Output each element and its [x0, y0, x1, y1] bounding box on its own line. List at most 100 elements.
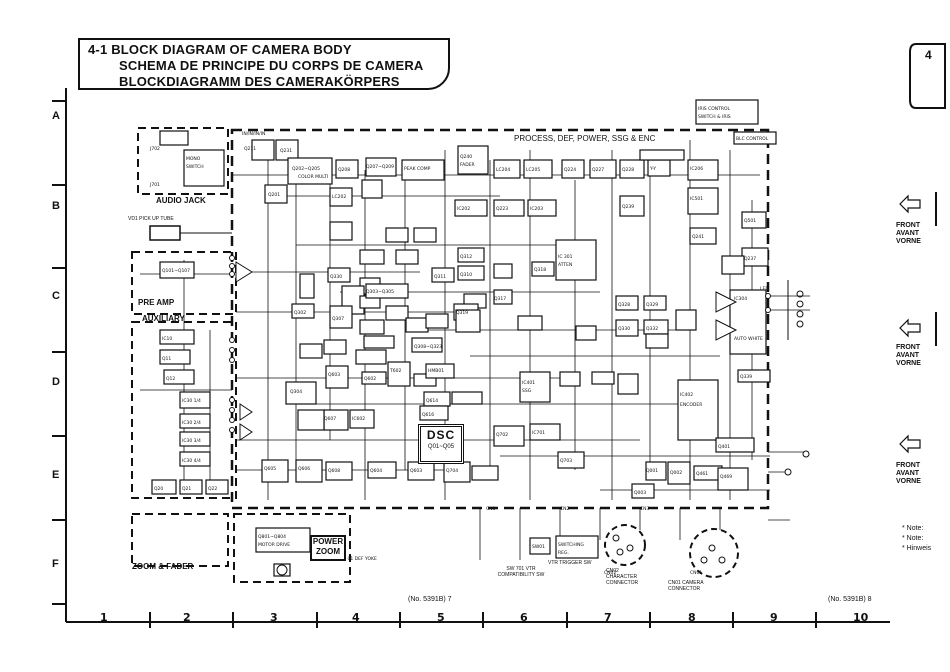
row-label-b: B: [52, 200, 60, 212]
front-label-3-en: FRONT: [896, 462, 921, 469]
svg-text:IC701: IC701: [532, 430, 545, 436]
svg-text:ENCODER: ENCODER: [680, 402, 702, 408]
svg-text:Q328: Q328: [618, 302, 630, 308]
svg-text:Q22: Q22: [208, 486, 217, 492]
svg-text:IC203: IC203: [530, 206, 543, 212]
corner-tab-number: 4: [925, 48, 932, 62]
title-line-3: BLOCKDIAGRAMM DES CAMERAKÖRPERS: [119, 74, 400, 89]
svg-text:Q308~Q323: Q308~Q323: [414, 344, 442, 350]
svg-text:IC30 2/4: IC30 2/4: [182, 420, 201, 426]
svg-text:Q469: Q469: [720, 474, 732, 480]
svg-text:Q202~Q205: Q202~Q205: [292, 166, 320, 172]
svg-text:Q20: Q20: [154, 486, 163, 492]
svg-text:Q227: Q227: [592, 167, 604, 173]
dsc-sub: Q01~Q05: [427, 444, 455, 450]
svg-text:IRIS CONTROL: IRIS CONTROL: [698, 106, 731, 112]
svg-text:IC401: IC401: [522, 380, 535, 386]
svg-text:Q607: Q607: [324, 416, 336, 422]
svg-text:T602: T602: [389, 368, 401, 374]
note-3: * Hinweis: [902, 545, 932, 552]
power-zoom-label: POWER ZOOM: [310, 535, 346, 561]
svg-text:Q228: Q228: [622, 167, 634, 173]
svg-text:MONO: MONO: [186, 156, 201, 162]
svg-text:IC402: IC402: [680, 392, 693, 398]
svg-text:CN1: CN1: [486, 506, 496, 512]
col-label-1: 1: [100, 611, 108, 624]
front-label-1-en: FRONT: [896, 222, 921, 229]
svg-text:Q330: Q330: [330, 274, 342, 280]
svg-text:Q101~Q107: Q101~Q107: [162, 268, 190, 274]
svg-text:Q223: Q223: [496, 206, 508, 212]
svg-text:BLC CONTROL: BLC CONTROL: [736, 136, 769, 142]
svg-text:REG.: REG.: [558, 550, 569, 556]
vtr-trigger-sw: VTR TRIGGER SW: [548, 560, 592, 566]
front-label-3: FRONT AVANT VORNE: [896, 462, 921, 486]
svg-text:Q224: Q224: [564, 167, 576, 173]
svg-text:IC30 1/4: IC30 1/4: [182, 398, 201, 404]
svg-text:Q319: Q319: [456, 310, 468, 316]
svg-text:Q317: Q317: [494, 296, 506, 302]
svg-text:Q602: Q602: [364, 376, 376, 382]
svg-text:LED: LED: [760, 286, 769, 292]
diagram-title-box: 4-1 BLOCK DIAGRAM OF CAMERA BODY SCHEMA …: [78, 38, 450, 90]
row-label-c: C: [52, 290, 60, 302]
svg-text:Q12: Q12: [166, 376, 175, 382]
svg-text:Q307: Q307: [332, 316, 344, 322]
section-zoom-fader: ZOOM & FADER: [132, 562, 194, 571]
svg-text:IC30 3/4: IC30 3/4: [182, 438, 201, 444]
row-label-e: E: [52, 469, 60, 481]
svg-text:Q608: Q608: [328, 468, 340, 474]
row-label-f: F: [52, 558, 59, 570]
svg-text:CN01: CN01: [690, 570, 702, 576]
svg-text:Q603: Q603: [328, 372, 340, 378]
note-2: * Note:: [902, 535, 924, 542]
svg-text:Q704: Q704: [446, 468, 458, 474]
section-process: PROCESS, DEF, POWER, SSG & ENC: [514, 134, 656, 143]
svg-text:IC 301: IC 301: [558, 254, 573, 260]
svg-text:IC304: IC304: [734, 296, 747, 302]
svg-text:LC202: LC202: [332, 194, 346, 200]
svg-text:SWITCHING: SWITCHING: [558, 542, 584, 548]
svg-text:Q241: Q241: [692, 234, 704, 240]
svg-text:Q304: Q304: [290, 389, 302, 395]
svg-text:Q003: Q003: [634, 490, 646, 496]
dsc-label: DSC: [426, 428, 456, 442]
svg-text:SSG: SSG: [522, 388, 532, 394]
col-label-4: 4: [352, 611, 360, 624]
svg-text:Q001: Q001: [646, 468, 658, 474]
svg-text:Q330: Q330: [618, 326, 630, 332]
svg-text:SWITCH & IRIS: SWITCH & IRIS: [698, 114, 731, 120]
svg-text:FADER: FADER: [460, 162, 475, 168]
col-label-9: 9: [770, 611, 778, 624]
svg-text:Q21: Q21: [182, 486, 191, 492]
svg-text:COLOR MULTI: COLOR MULTI: [298, 174, 328, 180]
svg-text:Q801~Q804: Q801~Q804: [258, 534, 286, 540]
svg-text:Q231: Q231: [280, 148, 292, 154]
col-label-7: 7: [604, 611, 612, 624]
svg-text:Q240: Q240: [460, 154, 472, 160]
front-label-2-de: VORNE: [896, 360, 921, 367]
svg-text:IN/IN/IN/IN: IN/IN/IN/IN: [242, 131, 265, 137]
svg-text:IC202: IC202: [457, 206, 470, 212]
svg-text:Q208: Q208: [338, 167, 350, 173]
svg-text:PEAK COMP: PEAK COMP: [404, 166, 431, 172]
svg-text:Q302: Q302: [294, 310, 306, 316]
svg-text:Q461: Q461: [696, 471, 708, 477]
front-label-1-de: VORNE: [896, 238, 921, 245]
svg-text:Q239: Q239: [622, 204, 634, 210]
dsc-module: DSC Q01~Q05: [418, 424, 464, 464]
cn02-connector: CN02 CHARACTER CONNECTOR: [606, 568, 639, 586]
front-label-3-fr: AVANT: [896, 470, 920, 477]
svg-text:Q605: Q605: [264, 466, 276, 472]
svg-text:HMB01: HMB01: [428, 368, 444, 374]
front-label-1: FRONT AVANT VORNE: [896, 222, 921, 246]
section-pick-up-tube: VD1 PICK UP TUBE: [128, 216, 174, 222]
svg-text:CN3: CN3: [640, 506, 650, 512]
front-label-2-fr: AVANT: [896, 352, 920, 359]
svg-text:IC602: IC602: [352, 416, 365, 422]
svg-text:IC10: IC10: [162, 336, 172, 342]
col-label-6: 6: [520, 611, 528, 624]
svg-text:Q318: Q318: [534, 267, 546, 273]
svg-text:Q339: Q339: [740, 374, 752, 380]
